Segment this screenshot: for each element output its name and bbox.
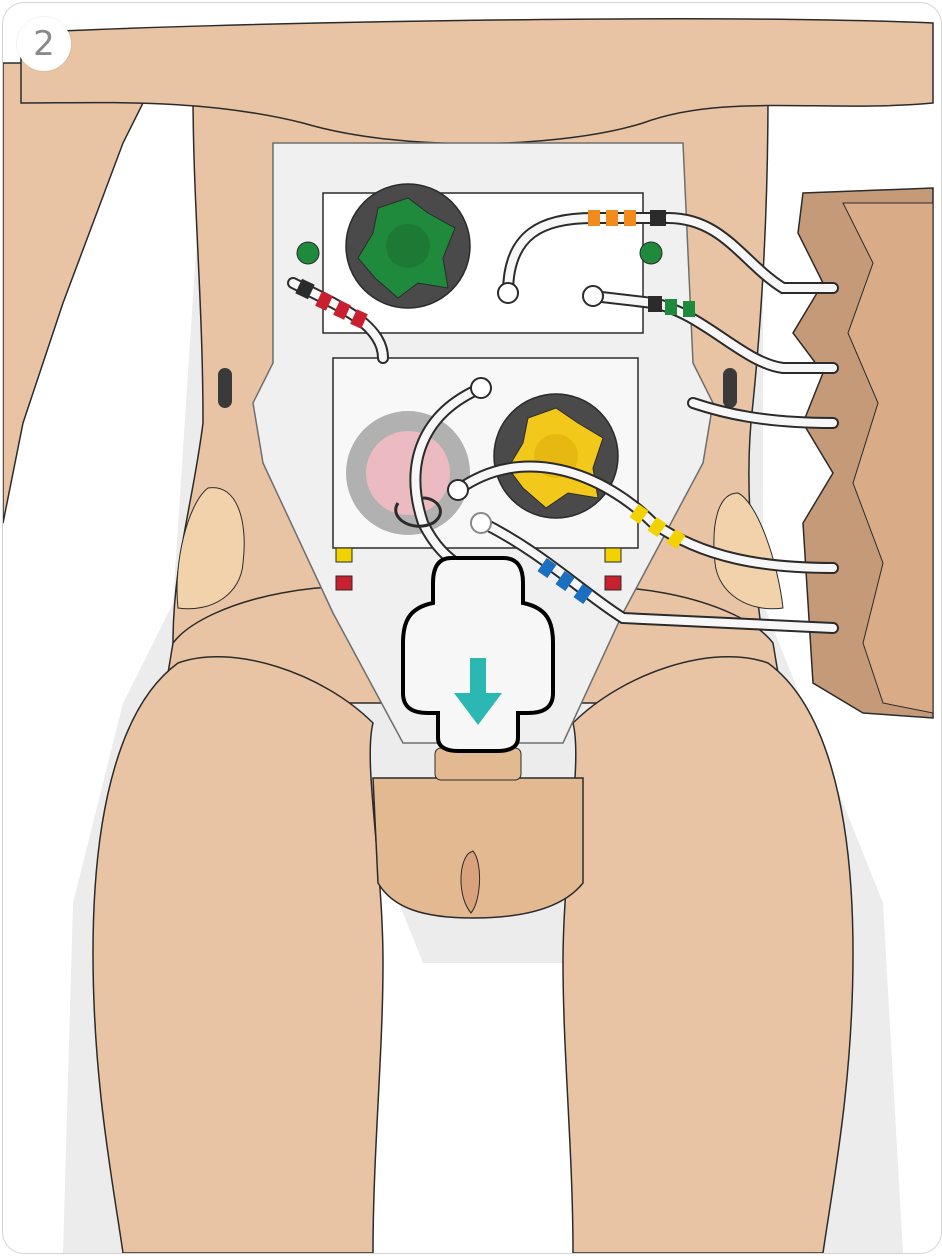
port-icon [471, 378, 491, 398]
knob-icon [346, 184, 470, 308]
knob-icon [494, 394, 618, 518]
port-icon [471, 513, 491, 533]
right-leg [563, 657, 853, 1253]
left-arm [3, 63, 163, 523]
left-side-button [218, 368, 232, 408]
port-icon [583, 286, 603, 306]
manikin-illustration [3, 3, 941, 1253]
step-number-badge: 2 [17, 17, 71, 71]
left-leg [93, 657, 383, 1253]
chest-flap [21, 19, 933, 144]
bladder-reservoir [346, 411, 470, 535]
screw-icon [297, 242, 319, 264]
port-icon [498, 283, 518, 303]
port-icon [448, 480, 468, 500]
right-side-button [723, 368, 737, 408]
screw-icon [640, 242, 662, 264]
